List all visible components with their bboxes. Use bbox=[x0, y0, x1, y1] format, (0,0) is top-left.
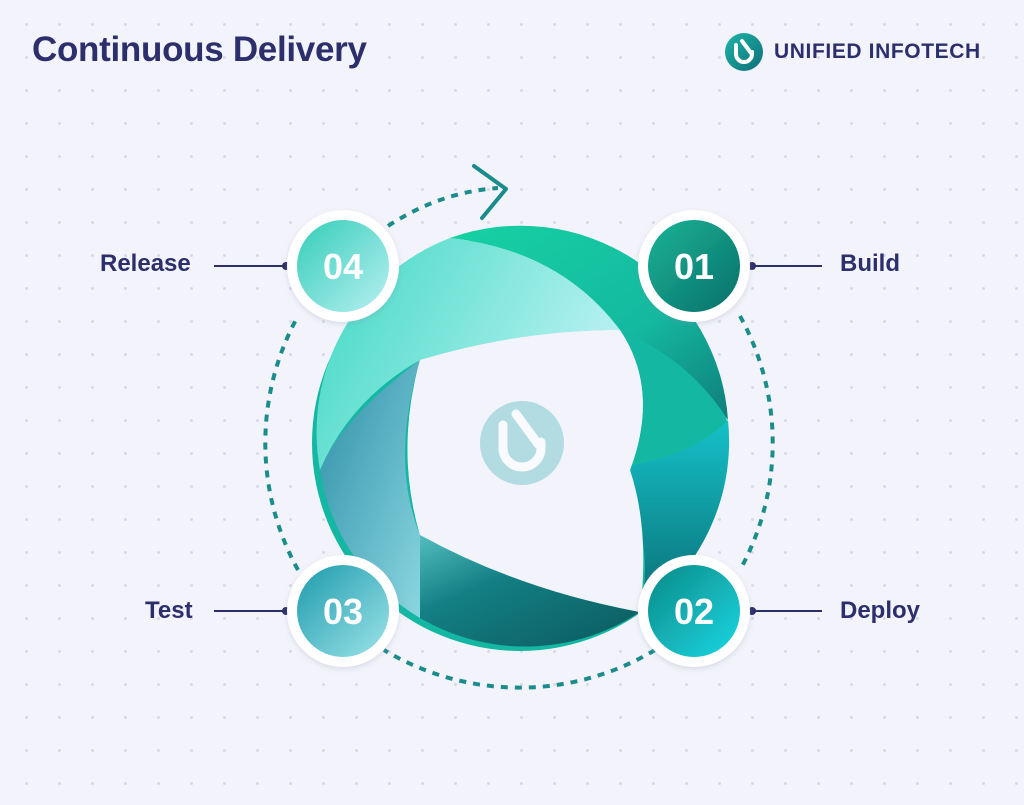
step-label-deploy: Deploy bbox=[840, 597, 921, 624]
step-03: 03 bbox=[287, 555, 399, 667]
step-03-number: 03 bbox=[323, 591, 363, 632]
step-label-build: Build bbox=[840, 250, 900, 277]
step-04: 04 bbox=[287, 210, 399, 322]
path-segment-right bbox=[738, 315, 775, 571]
step-02: 02 bbox=[638, 555, 750, 667]
connectors bbox=[214, 265, 822, 612]
brand-name: UNIFIED INFOTECH bbox=[774, 40, 981, 63]
step-02-number: 02 bbox=[674, 591, 714, 632]
ring-segment-top-left bbox=[316, 238, 620, 470]
step-04-number: 04 bbox=[323, 246, 363, 287]
step-label-test: Test bbox=[145, 597, 193, 624]
unified-infotech-logo-icon bbox=[725, 33, 763, 71]
cycle-arrowhead-icon bbox=[472, 164, 508, 220]
path-segment-left bbox=[263, 315, 300, 571]
step-01: 01 bbox=[638, 210, 750, 322]
step-label-release: Release bbox=[100, 250, 191, 277]
step-01-number: 01 bbox=[674, 246, 714, 287]
ring-segment-bottom bbox=[400, 535, 640, 647]
cycle-path bbox=[263, 186, 775, 690]
swirl-ring bbox=[312, 225, 730, 651]
ring-segment-right bbox=[600, 420, 730, 612]
path-segment-top bbox=[386, 186, 499, 228]
ring-segment-top bbox=[450, 225, 728, 420]
ring-segment-left bbox=[320, 360, 420, 618]
page-title: Continuous Delivery bbox=[32, 30, 367, 69]
path-segment-bottom bbox=[382, 648, 657, 690]
center-logo-icon bbox=[480, 401, 564, 485]
brand-logo: UNIFIED INFOTECH bbox=[724, 32, 981, 72]
